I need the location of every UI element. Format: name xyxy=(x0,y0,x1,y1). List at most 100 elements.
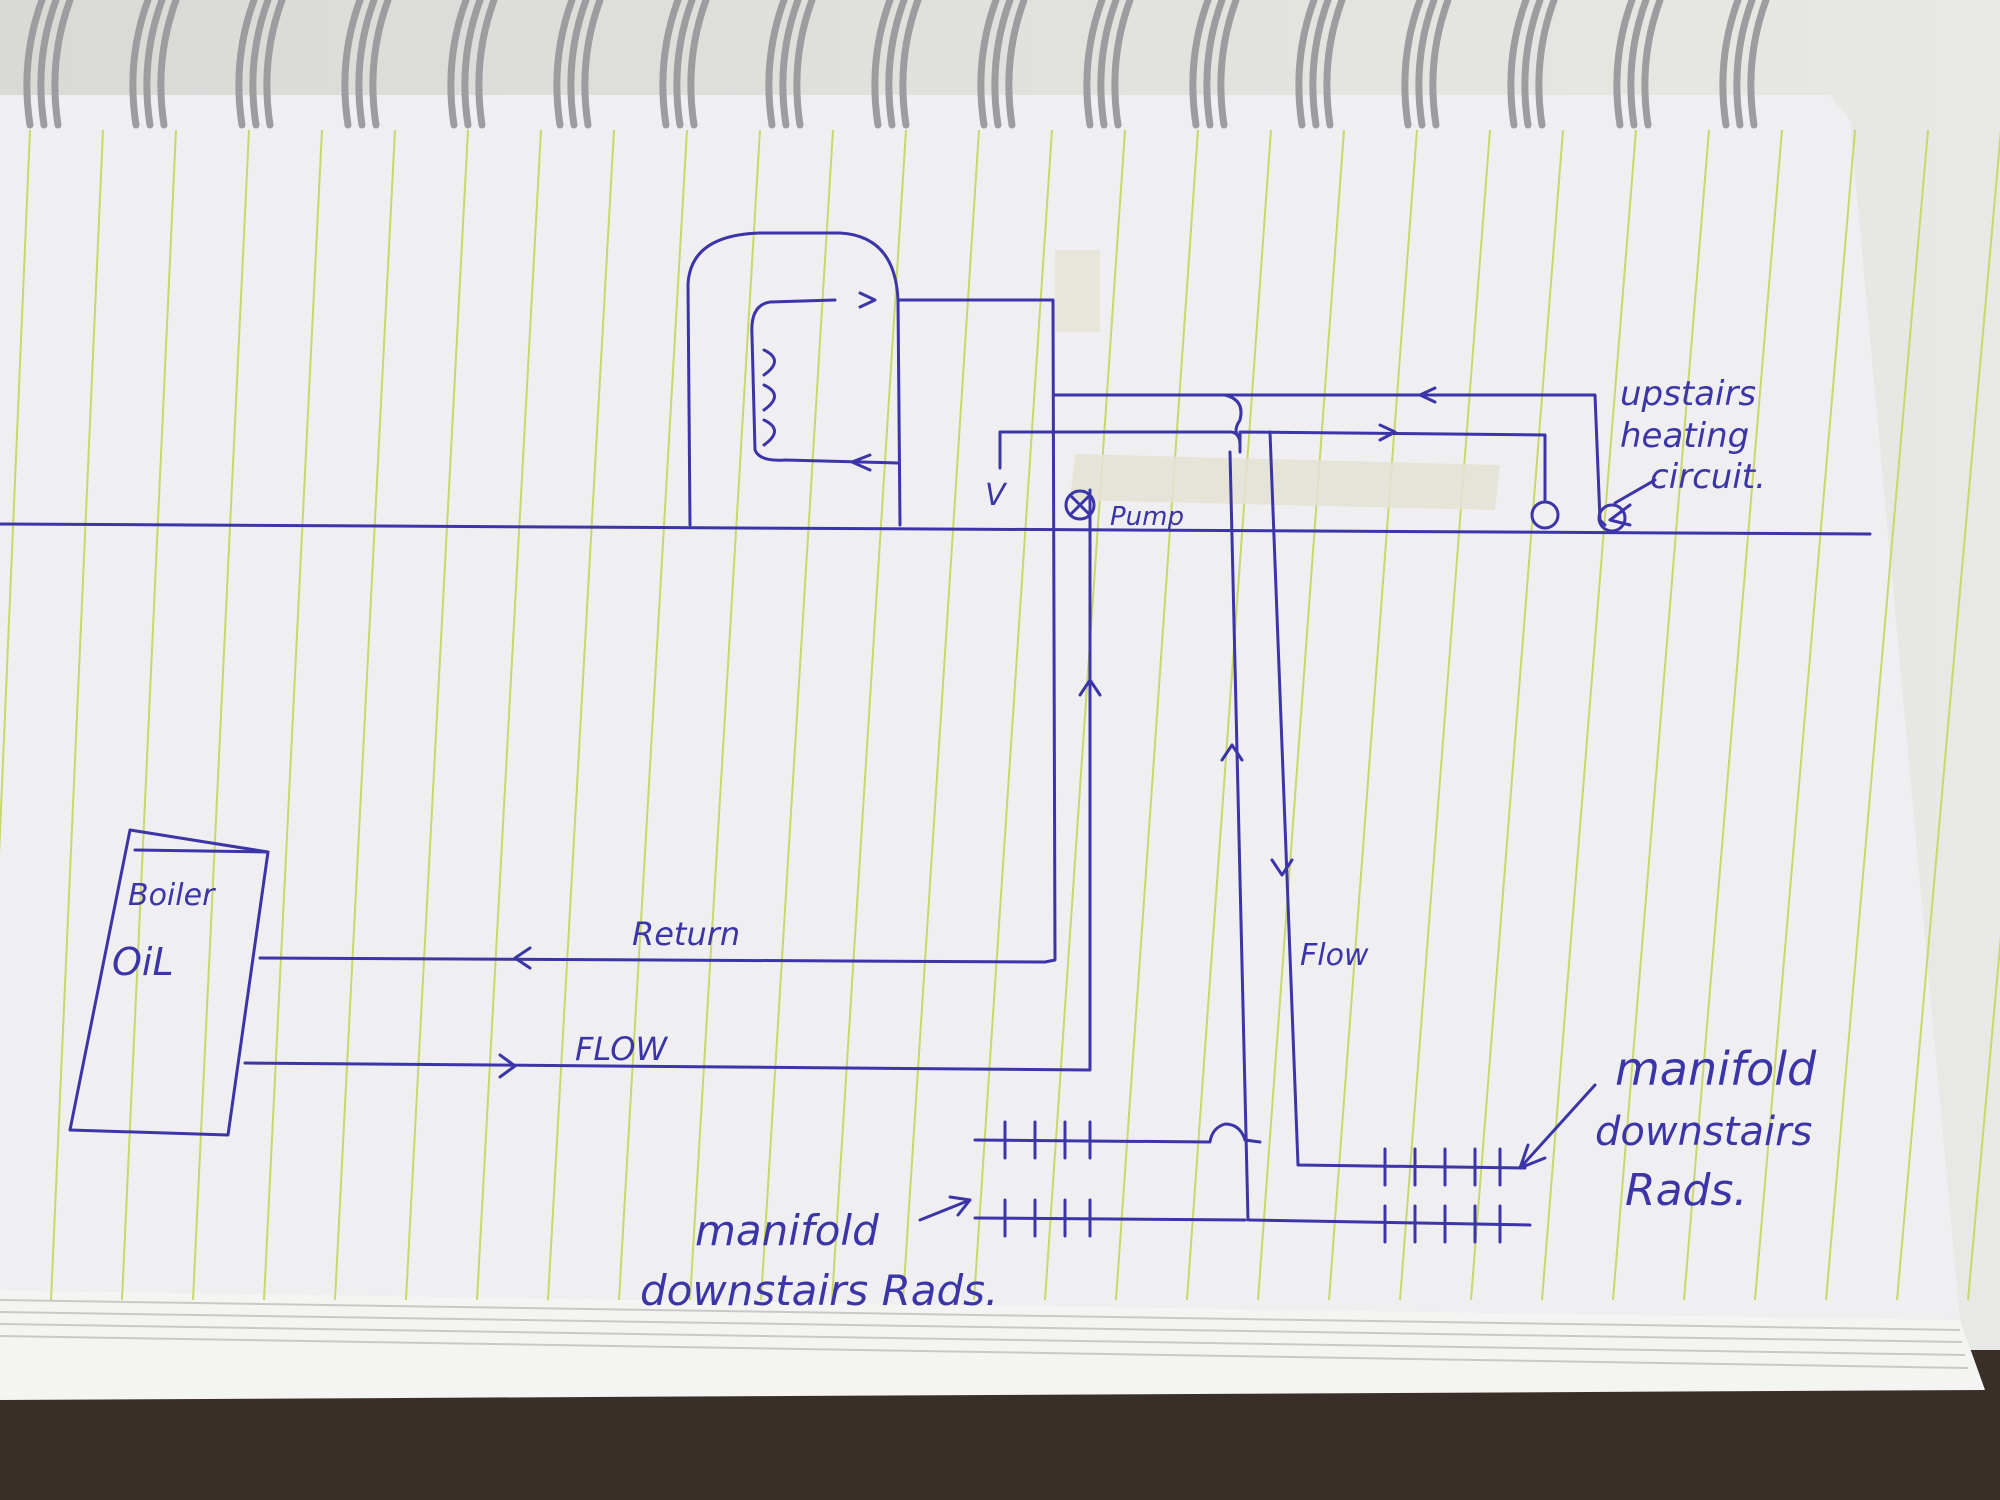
ruled-line xyxy=(334,129,396,1301)
spiral-binding xyxy=(23,0,1770,129)
upstairs-label-3: circuit. xyxy=(1650,457,1766,497)
ruled-line xyxy=(1186,129,1272,1301)
rad-valve xyxy=(1530,500,1560,530)
right-manifold-bottom xyxy=(1248,1218,1532,1227)
manifold-right-label-2: downstairs xyxy=(1595,1109,1812,1155)
spiral-coil xyxy=(447,0,498,129)
pipe-crossover xyxy=(1223,393,1243,440)
riser-pipe xyxy=(1228,450,1250,1222)
page-edges xyxy=(0,1299,1969,1369)
arrow-head xyxy=(498,1053,517,1079)
pump-label: Pump xyxy=(1110,502,1184,532)
arrow-head xyxy=(513,946,532,970)
spiral-coil xyxy=(235,0,286,129)
ruled-line xyxy=(1683,129,1783,1301)
pointer-upstairs xyxy=(1608,478,1657,527)
ruled-lines xyxy=(0,129,2000,1301)
arrow-head xyxy=(1270,858,1294,877)
ruled-line xyxy=(618,129,688,1301)
tape-strip xyxy=(1070,454,1500,510)
ruled-line xyxy=(902,129,980,1301)
manifold-left-label-2: downstairs Rads. xyxy=(640,1266,998,1315)
ruled-line xyxy=(1399,129,1491,1301)
arrow-head xyxy=(1078,678,1102,697)
ruled-line xyxy=(1612,129,1710,1301)
ruled-line xyxy=(192,129,250,1301)
divider-line xyxy=(0,522,1872,536)
ruled-line xyxy=(1754,129,1856,1301)
ruled-line xyxy=(973,129,1053,1301)
oil-label: OiL xyxy=(112,940,174,984)
ruled-line xyxy=(1541,129,1637,1301)
spiral-coil xyxy=(23,0,74,129)
pipe-drawing xyxy=(68,231,1657,1244)
return-line xyxy=(258,956,1047,964)
arrow-head xyxy=(850,453,872,472)
ruled-line xyxy=(831,129,907,1301)
flow-label-vertical: Flow xyxy=(1300,938,1369,973)
return-label: Return xyxy=(632,915,740,953)
ruled-line xyxy=(1967,935,2000,1301)
cylinder-coil xyxy=(750,298,900,465)
ruled-line xyxy=(1470,129,1564,1301)
ruled-line xyxy=(1257,129,1345,1301)
flow-arrows xyxy=(498,291,1437,1079)
arrow-head xyxy=(1378,423,1397,442)
boiler-top xyxy=(133,848,270,854)
spiral-coil xyxy=(1507,0,1558,129)
hot-water-cylinder xyxy=(686,231,902,527)
manifold-right-label-3: Rads. xyxy=(1625,1165,1747,1216)
arrow-head xyxy=(858,291,877,309)
left-manifold-top xyxy=(973,1122,1262,1144)
spiral-coil xyxy=(765,0,816,129)
spiral-coil xyxy=(977,0,1028,129)
spiral-coil xyxy=(1083,0,1134,129)
ruled-line xyxy=(405,129,469,1301)
boiler-label: Boiler xyxy=(128,878,216,913)
ruled-line xyxy=(547,129,615,1301)
pump-cross xyxy=(1069,494,1091,516)
spiral-coil xyxy=(341,0,392,129)
ruled-line xyxy=(50,129,104,1301)
page-stack xyxy=(0,1290,1985,1400)
spiral-coil xyxy=(1401,0,1452,129)
tape-strip xyxy=(1055,250,1100,332)
manifold-ports xyxy=(1003,1120,1502,1244)
ruled-line xyxy=(121,129,177,1301)
rad-valve xyxy=(1597,503,1627,533)
flow-label-boiler: FLOW xyxy=(575,1030,668,1068)
pump-symbol xyxy=(1064,489,1096,521)
spiral-coil xyxy=(1719,0,1770,129)
ruled-line xyxy=(476,129,542,1301)
upstairs-return xyxy=(1053,393,1607,527)
spiral-coil xyxy=(1189,0,1240,129)
ruled-line xyxy=(263,129,323,1301)
spiral-coil xyxy=(129,0,180,129)
ruled-line xyxy=(1328,129,1418,1301)
manifold-right-label-1: manifold xyxy=(1615,1042,1817,1096)
upstairs-label-1: upstairs xyxy=(1620,374,1756,414)
boiler-box xyxy=(68,828,270,1137)
spiral-coil xyxy=(659,0,710,129)
left-manifold-bottom xyxy=(973,1216,1247,1222)
spiral-coil xyxy=(553,0,604,129)
arrow-head xyxy=(1220,743,1244,762)
flow-line xyxy=(243,488,1092,1072)
spiral-coil xyxy=(1295,0,1346,129)
ruled-line xyxy=(760,129,834,1301)
ruled-line xyxy=(689,129,761,1301)
valve-label: V xyxy=(985,478,1008,513)
valve-branch xyxy=(998,430,1232,470)
arrow-head xyxy=(1418,386,1437,404)
pointer-manifold-left xyxy=(918,1195,972,1222)
manifold-left-label-1: manifold xyxy=(695,1206,879,1255)
ruled-line xyxy=(1044,129,1126,1301)
upstairs-label-2: heating xyxy=(1620,416,1749,456)
coil-loops xyxy=(762,348,776,447)
spiral-coil xyxy=(1613,0,1664,129)
return-pipe xyxy=(896,298,1057,964)
down-flow-pipe xyxy=(1268,430,1527,1170)
ruled-line xyxy=(1115,129,1199,1301)
